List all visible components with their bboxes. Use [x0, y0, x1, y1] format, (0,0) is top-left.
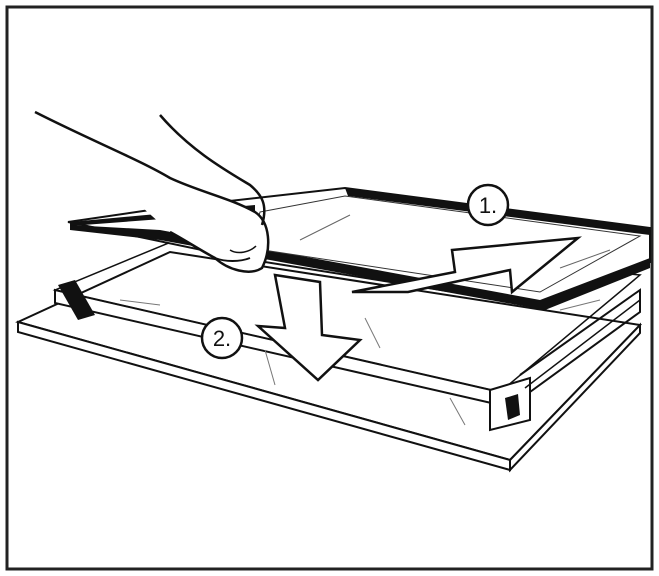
step-1-label: 1.	[479, 193, 497, 218]
hand-icon	[34, 110, 270, 273]
step-2-label: 2.	[213, 326, 231, 351]
front-rail	[52, 229, 642, 432]
arrow-down-icon	[254, 273, 363, 382]
step-2-marker: 2.	[200, 316, 244, 360]
glass-reflections	[119, 299, 601, 426]
figure-border	[5, 5, 654, 571]
arrow-right-icon	[351, 236, 582, 295]
step-1-marker: 1.	[466, 183, 510, 227]
